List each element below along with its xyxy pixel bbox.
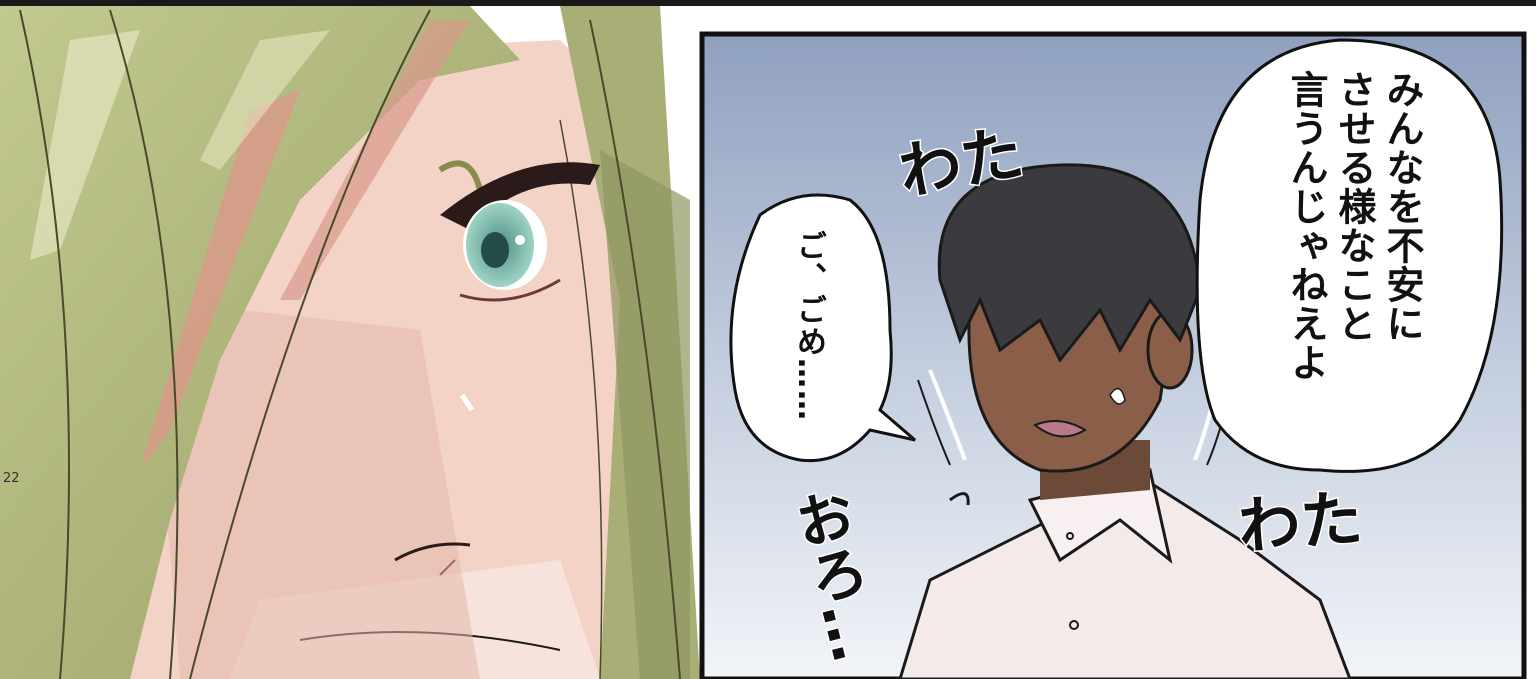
- speech-bubble-apology: [729, 193, 916, 463]
- boy-character: [898, 163, 1352, 679]
- top-border: [0, 0, 1536, 6]
- speech-text-main: みんなを不安に させる様なこと 言うんじゃねえよ: [1284, 70, 1424, 382]
- right-panel: [699, 31, 1527, 679]
- page-number: 22: [3, 471, 20, 486]
- left-panel: [0, 6, 700, 679]
- sfx-wata-bottom: わた: [1234, 480, 1366, 564]
- speech-bubble-main: [1195, 38, 1504, 473]
- speech-text-apology: ご、ごめ……: [791, 230, 826, 422]
